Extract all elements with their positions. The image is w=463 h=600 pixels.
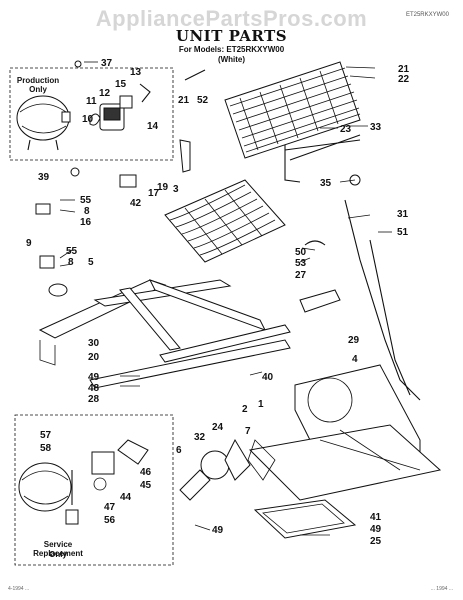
callout-53: 53 — [295, 258, 307, 269]
production-only-box — [9, 67, 174, 161]
callout-3: 3 — [173, 184, 179, 195]
callout-22: 22 — [398, 74, 410, 85]
callout-37: 37 — [101, 58, 113, 69]
callout-52: 52 — [197, 95, 209, 106]
small-parts-left — [35, 60, 137, 297]
callout-39: 39 — [38, 172, 50, 183]
site-watermark: AppliancePartsPros.com — [95, 6, 368, 31]
callout-50: 50 — [295, 247, 307, 258]
callout-55-a: 55 — [80, 195, 92, 206]
callout-9: 9 — [26, 238, 32, 249]
callout-55-b: 55 — [66, 246, 78, 257]
callout-25: 25 — [370, 536, 382, 547]
callout-51: 51 — [397, 227, 409, 238]
drain-pan — [253, 499, 357, 539]
leader-lines — [59, 61, 392, 536]
callout-48: 48 — [88, 383, 100, 394]
evaporator-coil — [164, 179, 286, 263]
inset-top-label: Production Only — [16, 76, 60, 94]
compressor-top — [16, 95, 71, 151]
condenser-coil — [179, 61, 361, 173]
callout-49-a: 49 — [88, 372, 100, 383]
callout-29: 29 — [348, 335, 360, 346]
callout-41: 41 — [370, 512, 382, 523]
base-frame — [38, 279, 291, 389]
callout-2: 2 — [242, 404, 248, 415]
callout-7: 7 — [245, 426, 251, 437]
callout-4: 4 — [352, 354, 358, 365]
machine-compartment — [248, 364, 442, 501]
callout-31: 31 — [397, 209, 409, 220]
callout-13: 13 — [130, 67, 142, 78]
diagram-title: UNIT PARTS — [175, 27, 288, 45]
model-line: For Models: ET25RKXYW00 — [178, 45, 285, 54]
callout-57: 57 — [40, 430, 52, 441]
callout-23: 23 — [340, 124, 352, 135]
color-line: (White) — [217, 55, 246, 64]
callout-numbers: 37 13 15 12 11 14 10 39 21 52 21 22 23 3… — [26, 58, 410, 547]
corner-code: ET25RKXYW00 — [405, 12, 449, 18]
inset-bottom-label-2: Only — [49, 550, 67, 559]
callout-35: 35 — [320, 178, 332, 189]
callout-30: 30 — [88, 338, 100, 349]
footer-right: ... 1994 ... — [430, 586, 453, 592]
callout-21-a: 21 — [178, 95, 190, 106]
callout-45: 45 — [140, 480, 152, 491]
callout-16: 16 — [80, 217, 92, 228]
callout-24: 24 — [212, 422, 224, 433]
callout-28: 28 — [88, 394, 100, 405]
service-replacement-box — [14, 414, 174, 566]
callout-44: 44 — [120, 492, 132, 503]
callout-6: 6 — [176, 445, 182, 456]
relay-overload-top — [89, 83, 151, 131]
callout-15: 15 — [115, 79, 127, 90]
footer-left: 4-1994 ... — [8, 586, 30, 592]
callout-5: 5 — [88, 257, 94, 268]
callout-8-b: 8 — [68, 257, 74, 268]
callout-8-a: 8 — [84, 206, 90, 217]
callout-27: 27 — [295, 270, 307, 281]
callout-19: 19 — [157, 182, 169, 193]
callout-49-c: 49 — [370, 524, 382, 535]
callout-33: 33 — [370, 122, 382, 133]
tubing-assembly — [284, 134, 421, 401]
callout-21-b: 21 — [398, 64, 410, 75]
callout-12: 12 — [99, 88, 111, 99]
callout-20: 20 — [88, 352, 100, 363]
callout-47: 47 — [104, 502, 116, 513]
callout-42: 42 — [130, 198, 142, 209]
callout-58: 58 — [40, 443, 52, 454]
callout-46: 46 — [140, 467, 152, 478]
callout-1: 1 — [258, 399, 264, 410]
callout-10: 10 — [82, 114, 94, 125]
inset-bottom-label-1: Service Replacement — [33, 540, 83, 558]
condenser-fan-motor — [179, 438, 276, 501]
callout-32: 32 — [194, 432, 206, 443]
callout-14: 14 — [147, 121, 159, 132]
callout-56: 56 — [104, 515, 116, 526]
callout-17: 17 — [148, 188, 160, 199]
callout-49-b: 49 — [212, 525, 224, 536]
compressor-service — [18, 439, 149, 525]
callout-40: 40 — [262, 372, 274, 383]
callout-11: 11 — [86, 96, 97, 107]
